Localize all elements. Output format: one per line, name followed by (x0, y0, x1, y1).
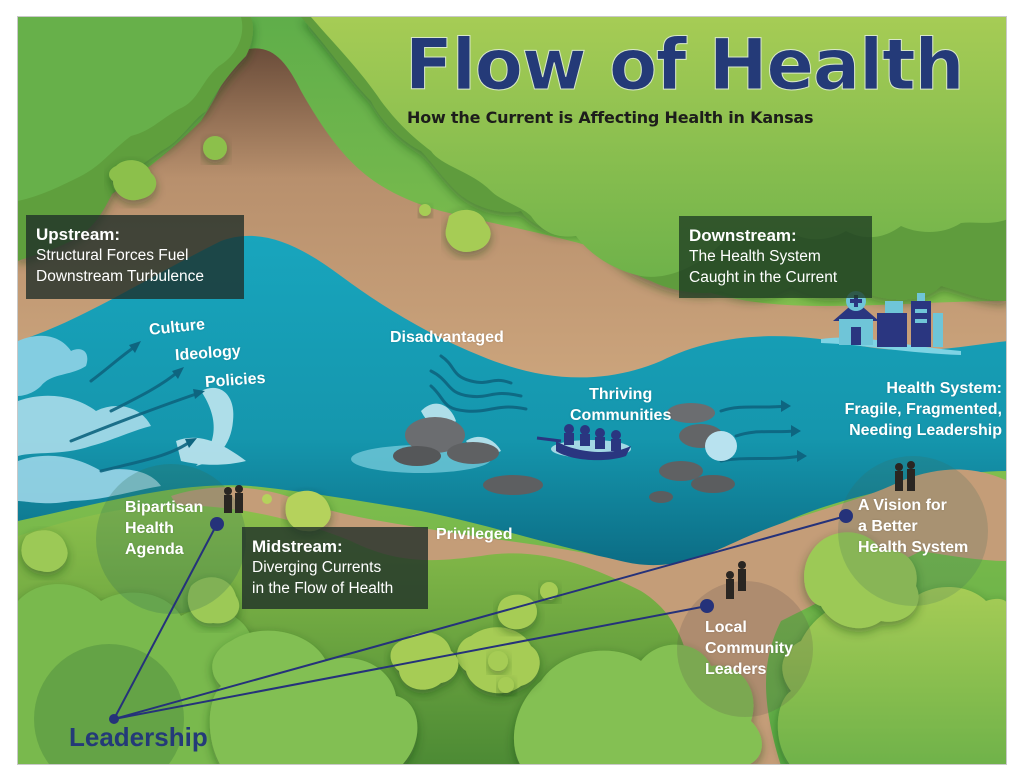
midstream-line1: Diverging Currents (252, 559, 382, 576)
leadership-label: Leadership (69, 722, 208, 752)
label-bipartisan-health-agenda: Bipartisan Health Agenda (125, 497, 203, 560)
upstream-line2: Downstream Turbulence (36, 268, 204, 285)
raft-icon (536, 424, 631, 461)
label-thriving-communities: Thriving Communities (570, 384, 671, 426)
upstream-panel: Upstream: Structural Forces Fuel Downstr… (26, 215, 244, 299)
label-local-community-leaders: Local Community Leaders (705, 617, 793, 680)
health-system-line1: Health System: (886, 380, 1002, 397)
page-subtitle: How the Current is Affecting Health in K… (407, 108, 814, 127)
local-line1: Local (705, 619, 747, 636)
thriving-line1: Thriving (589, 386, 653, 403)
vision-line1: A Vision for (858, 497, 947, 514)
health-system-line2: Fragile, Fragmented, (844, 401, 1002, 418)
bipartisan-line3: Agenda (125, 541, 184, 558)
health-system-line3: Needing Leadership (849, 422, 1002, 439)
landscape-illustration (18, 17, 1006, 764)
page-title: Flow of Health (404, 24, 964, 106)
vision-line2: a Better (858, 518, 918, 535)
downstream-heading: Downstream: (689, 226, 797, 245)
bipartisan-line1: Bipartisan (125, 499, 204, 516)
local-line2: Community (705, 640, 793, 657)
label-privileged: Privileged (436, 526, 513, 543)
midstream-heading: Midstream: (252, 537, 343, 556)
midstream-panel: Midstream: Diverging Currents in the Flo… (242, 527, 428, 609)
downstream-panel: Downstream: The Health System Caught in … (679, 216, 872, 298)
hikers-icon (224, 461, 915, 599)
upstream-line1: Structural Forces Fuel (36, 247, 189, 264)
downstream-line1: The Health System (689, 248, 821, 265)
label-vision-better-health-system: A Vision for a Better Health System (858, 495, 968, 558)
bipartisan-line2: Health (125, 520, 174, 537)
label-health-system: Health System: Fragile, Fragmented, Need… (845, 378, 1002, 441)
label-disadvantaged: Disadvantaged (390, 329, 504, 346)
label-policies: Policies (204, 369, 267, 392)
thriving-line2: Communities (570, 407, 672, 424)
upstream-heading: Upstream: (36, 225, 121, 244)
midstream-line2: in the Flow of Health (252, 580, 394, 597)
hospital-icon (821, 291, 961, 355)
local-line3: Leaders (705, 661, 767, 678)
vision-line3: Health System (858, 539, 969, 556)
downstream-line2: Caught in the Current (689, 269, 838, 286)
infographic-frame: Flow of Health How the Current is Affect… (17, 16, 1007, 765)
